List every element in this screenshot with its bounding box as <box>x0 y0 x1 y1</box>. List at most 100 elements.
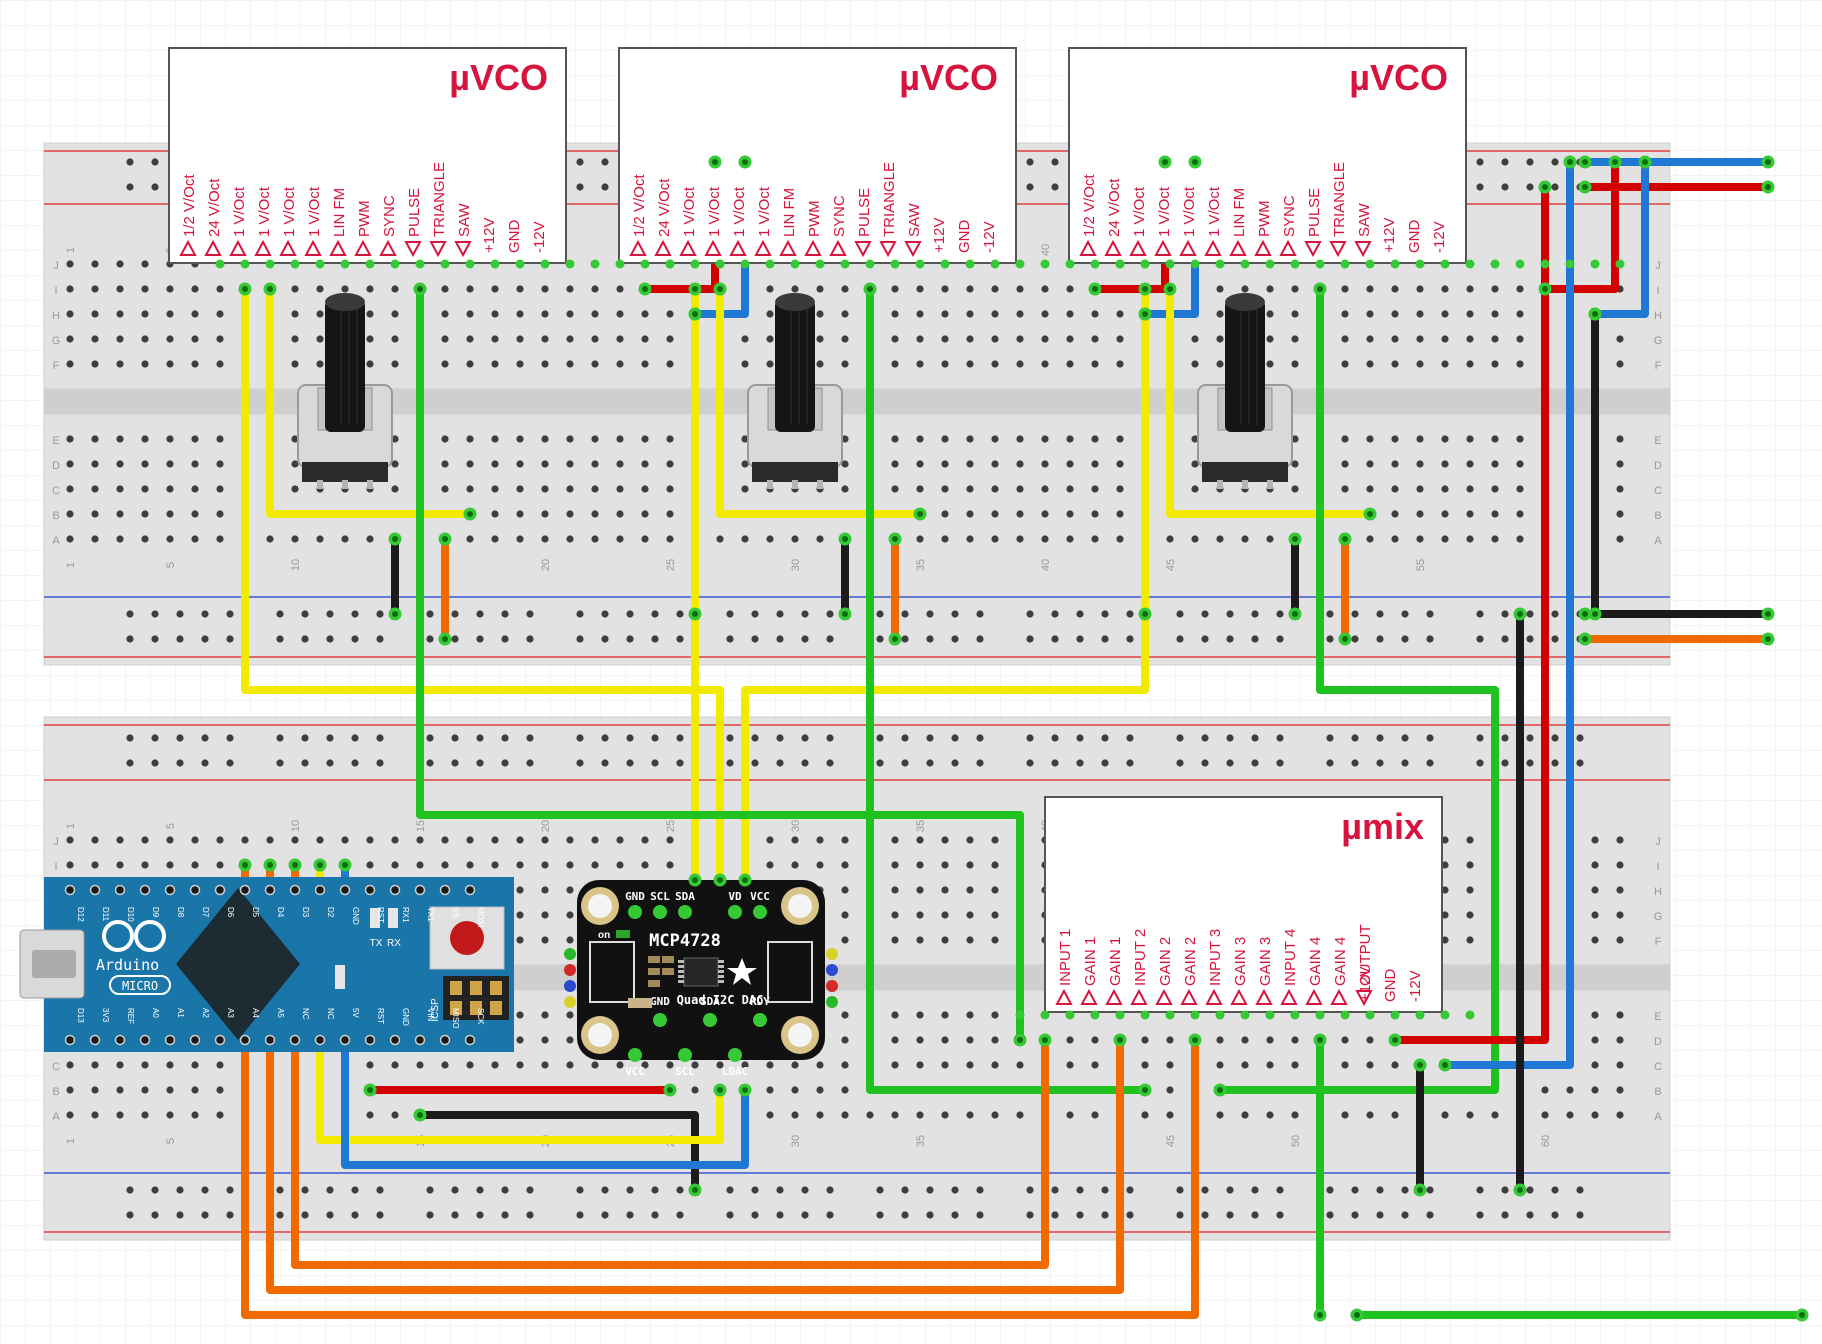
terminal-hole <box>1466 836 1474 844</box>
terminal-hole <box>516 1061 524 1069</box>
terminal-hole <box>66 435 74 443</box>
terminal-hole <box>1366 1111 1374 1119</box>
terminal-hole <box>1366 310 1374 318</box>
usb-port <box>32 950 76 978</box>
terminal-hole <box>541 510 549 518</box>
arduino-pin-label: GND <box>351 907 360 925</box>
row-letter: F <box>1655 936 1662 948</box>
terminal-hole <box>1166 1086 1174 1094</box>
terminal-hole <box>791 1061 799 1069</box>
rail-hole <box>826 734 834 742</box>
active-hole <box>765 259 775 269</box>
terminal-hole <box>391 836 399 844</box>
module-pin-label: 1 V/Oct <box>256 186 273 237</box>
rail-hole <box>501 759 509 767</box>
terminal-hole <box>1416 435 1424 443</box>
terminal-hole <box>191 435 199 443</box>
terminal-hole <box>441 360 449 368</box>
terminal-hole <box>766 285 774 293</box>
arduino-logo-left <box>102 920 134 952</box>
terminal-hole <box>941 310 949 318</box>
terminal-hole <box>1416 360 1424 368</box>
wire-end-pin <box>1542 286 1548 292</box>
column-number: 60 <box>1540 1135 1552 1147</box>
pin-arrow-icon <box>404 241 422 258</box>
rail-hole <box>1051 158 1059 166</box>
rail-hole <box>176 610 184 618</box>
terminal-hole <box>1616 485 1624 493</box>
terminal-hole <box>66 861 74 869</box>
rail-hole <box>226 610 234 618</box>
rail-hole <box>976 635 984 643</box>
terminal-hole <box>466 310 474 318</box>
rail-hole <box>926 635 934 643</box>
terminal-hole <box>591 485 599 493</box>
dac-side-pin <box>564 996 576 1008</box>
rail-hole <box>726 610 734 618</box>
terminal-hole <box>166 836 174 844</box>
terminal-hole <box>1441 535 1449 543</box>
terminal-hole <box>916 911 924 919</box>
terminal-hole <box>1366 435 1374 443</box>
terminal-hole <box>591 535 599 543</box>
rail-hole <box>201 610 209 618</box>
terminal-hole <box>841 435 849 443</box>
dac-bottom-pin-label: SCL <box>675 1065 695 1078</box>
row-letter: C <box>1654 485 1662 497</box>
wire-end-pin <box>442 636 448 642</box>
terminal-hole <box>916 936 924 944</box>
terminal-hole <box>816 535 824 543</box>
terminal-hole <box>1266 360 1274 368</box>
rail-hole <box>276 1186 284 1194</box>
rail-hole <box>1051 635 1059 643</box>
terminal-hole <box>216 485 224 493</box>
module-pin-label: SYNC <box>831 195 848 237</box>
rail-hole <box>1276 1211 1284 1219</box>
arduino-pin <box>64 884 76 896</box>
module-pin-label: PULSE <box>856 188 873 237</box>
terminal-hole <box>1291 1036 1299 1044</box>
dac-top-pin-label: SDA <box>675 890 695 903</box>
wire-end-pin <box>392 536 398 542</box>
terminal-hole <box>116 861 124 869</box>
terminal-hole <box>366 535 374 543</box>
terminal-hole <box>216 285 224 293</box>
rail-hole <box>526 734 534 742</box>
terminal-hole <box>1291 1061 1299 1069</box>
terminal-hole <box>966 886 974 894</box>
arduino-pin-label: D10 <box>126 907 135 922</box>
terminal-hole <box>1266 310 1274 318</box>
rail-hole <box>151 734 159 742</box>
arduino-pin <box>239 884 251 896</box>
rail-hole <box>151 635 159 643</box>
rail-hole <box>1326 759 1334 767</box>
terminal-hole <box>491 510 499 518</box>
rail-hole <box>301 635 309 643</box>
pin-arrow-icon <box>1355 990 1373 1007</box>
mounting-hole <box>788 1023 812 1047</box>
rail-hole <box>1476 759 1484 767</box>
wire-end-pin <box>692 311 698 317</box>
rail-hole <box>1426 734 1434 742</box>
terminal-hole <box>991 1061 999 1069</box>
terminal-hole <box>1216 360 1224 368</box>
terminal-hole <box>466 360 474 368</box>
wire-end-pin <box>742 159 748 165</box>
rail-hole <box>976 1211 984 1219</box>
arduino-pin-label: VIN <box>426 1008 435 1022</box>
dac-side-pin <box>826 964 838 976</box>
module-pin-label: 24 V/Oct <box>656 178 673 237</box>
terminal-hole <box>891 861 899 869</box>
terminal-hole <box>441 836 449 844</box>
rail-hole <box>801 1211 809 1219</box>
terminal-hole <box>1416 485 1424 493</box>
rail-hole <box>176 1186 184 1194</box>
rail-hole <box>1326 734 1334 742</box>
active-hole <box>540 259 550 269</box>
wire-end-pin <box>1292 536 1298 542</box>
wire-end-pin <box>367 1087 373 1093</box>
terminal-hole <box>541 460 549 468</box>
terminal-hole <box>991 861 999 869</box>
active-hole <box>1190 259 1200 269</box>
